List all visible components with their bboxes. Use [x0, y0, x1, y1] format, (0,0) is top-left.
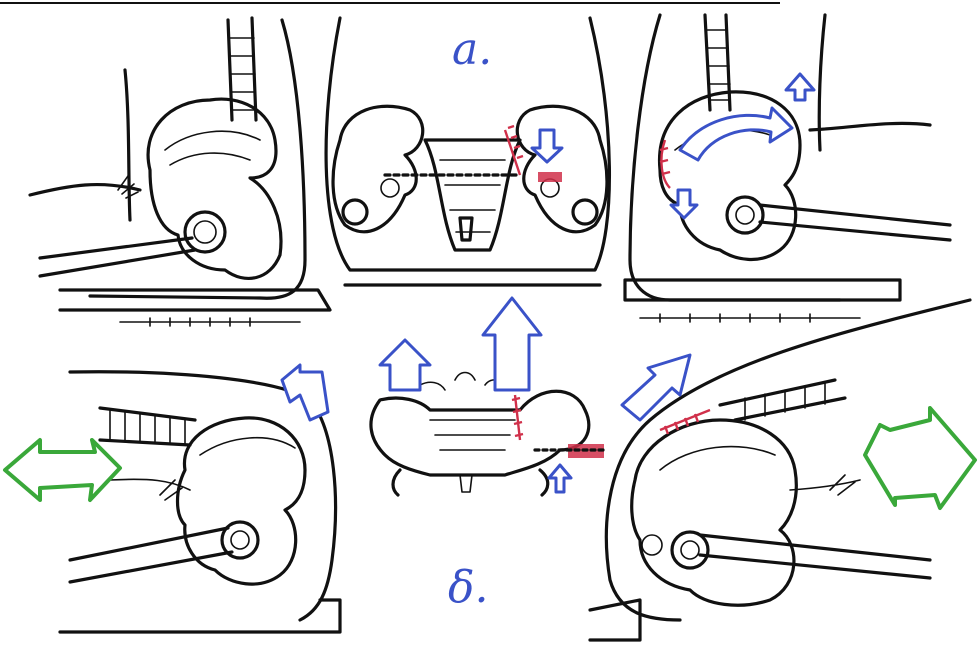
- panel-top-left: [30, 18, 330, 326]
- red-marker-top-center: [538, 172, 562, 182]
- label-a: a.: [452, 28, 492, 72]
- label-b: δ.: [448, 566, 488, 610]
- panel-top-right: [625, 15, 950, 322]
- panel-bottom-center: [371, 298, 605, 495]
- panel-bottom-left: [5, 365, 340, 632]
- panel-bottom-right: [590, 300, 975, 640]
